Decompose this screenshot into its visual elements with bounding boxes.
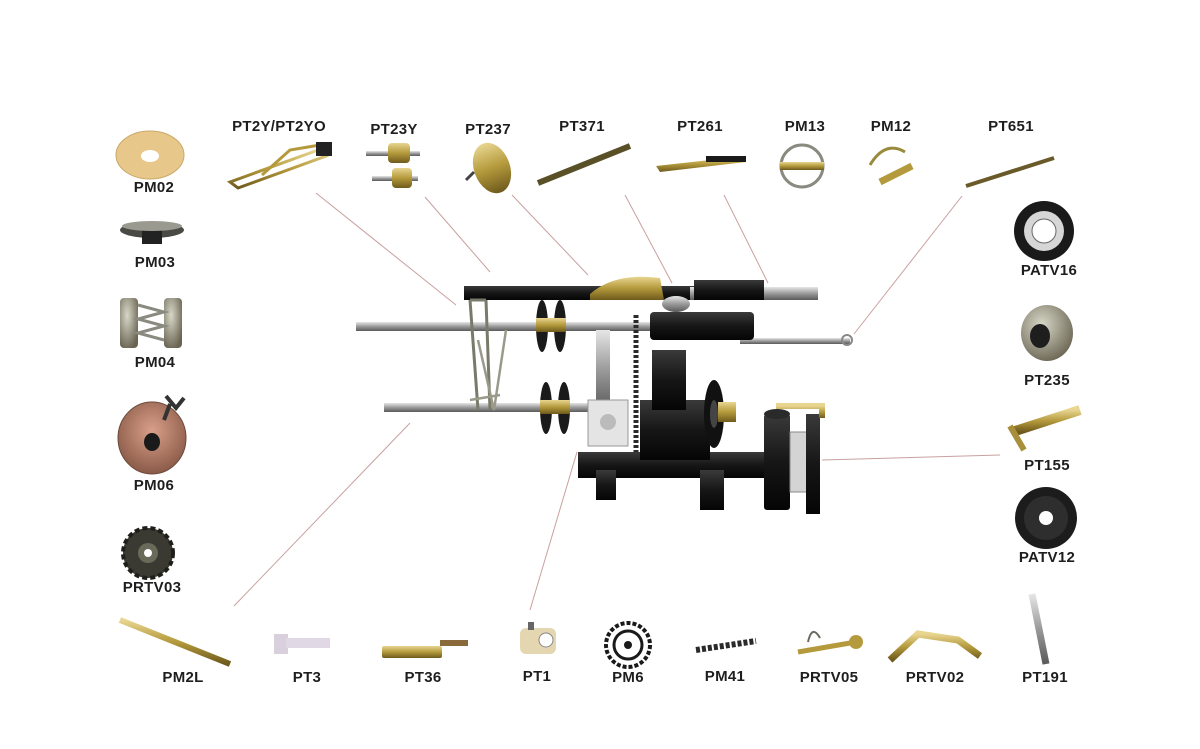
pm13-lynch-pin-part: [779, 143, 825, 189]
pt3-bolt-part: [274, 634, 330, 654]
patv16-bearing-part: [1014, 201, 1074, 261]
shield-plate: [590, 276, 664, 300]
label-prtv05: PRTV05: [799, 669, 859, 686]
prtv03-sprocket-part: [121, 526, 175, 580]
pm03-disc-part: [120, 221, 184, 244]
label-pm12: PM12: [870, 118, 912, 135]
label-pm02: PM02: [133, 179, 175, 196]
pt237-plate-part: [464, 142, 512, 194]
label-pm6: PM6: [612, 669, 644, 686]
pm6-chainwheel-part: [604, 621, 652, 669]
pm2l-tapered-rod-part: [118, 617, 232, 667]
label-pm41: PM41: [704, 668, 746, 685]
label-pt1: PT1: [522, 668, 552, 685]
pm06-abrasive-disc-part: [117, 394, 187, 475]
label-pt371: PT371: [559, 118, 605, 135]
pt191-shaft-part: [1028, 593, 1050, 665]
label-pt23y: PT23Y: [370, 121, 418, 138]
label-pt191: PT191: [1022, 669, 1068, 686]
patv12-pulley-part: [1015, 487, 1077, 549]
label-prtv03: PRTV03: [122, 579, 182, 596]
pt1-block-part: [520, 622, 556, 654]
pt651-tie-rod-part: [965, 156, 1055, 188]
upper-shaft: [356, 322, 656, 331]
lower-shaft: [384, 403, 624, 412]
label-pt3: PT3: [292, 669, 322, 686]
pm12-pin-part: [868, 146, 914, 186]
prtv02-crank-part: [887, 630, 983, 663]
machine-assembly: [356, 276, 853, 514]
pm04-spring-part: [120, 298, 182, 348]
pt371-rod-part: [536, 143, 632, 186]
cylinder: [650, 312, 754, 340]
pt36-axle-part: [382, 640, 468, 658]
leader-lines: [233, 192, 1001, 611]
label-pt36: PT36: [404, 669, 442, 686]
label-pt155: PT155: [1024, 457, 1070, 474]
label-pm13: PM13: [784, 118, 826, 135]
label-pt261: PT261: [677, 118, 723, 135]
label-patv16: PATV16: [1020, 262, 1078, 279]
label-pt235: PT235: [1024, 372, 1070, 389]
label-pt2y: PT2Y/PT2YO: [232, 118, 326, 135]
prtv05-spring-lever-part: [797, 631, 863, 655]
label-pt651: PT651: [988, 118, 1034, 135]
tie-rod: [740, 338, 850, 344]
label-pm2l: PM2L: [162, 669, 204, 686]
label-pm03: PM03: [134, 254, 176, 271]
label-patv12: PATV12: [1018, 549, 1076, 566]
pm02-washer-part: [115, 130, 185, 180]
label-pm06: PM06: [133, 477, 175, 494]
pt155-pin-part: [1007, 405, 1082, 452]
label-pm04: PM04: [134, 354, 176, 371]
pt2y-hook-part: [226, 142, 332, 190]
pt23y-clamp-part: [366, 143, 420, 188]
label-pt237: PT237: [465, 121, 511, 138]
label-prtv02: PRTV02: [905, 669, 965, 686]
pm41-chain-part: [695, 638, 757, 653]
pt235-collar-part: [1021, 305, 1073, 361]
pt261-bar-part: [656, 156, 746, 172]
